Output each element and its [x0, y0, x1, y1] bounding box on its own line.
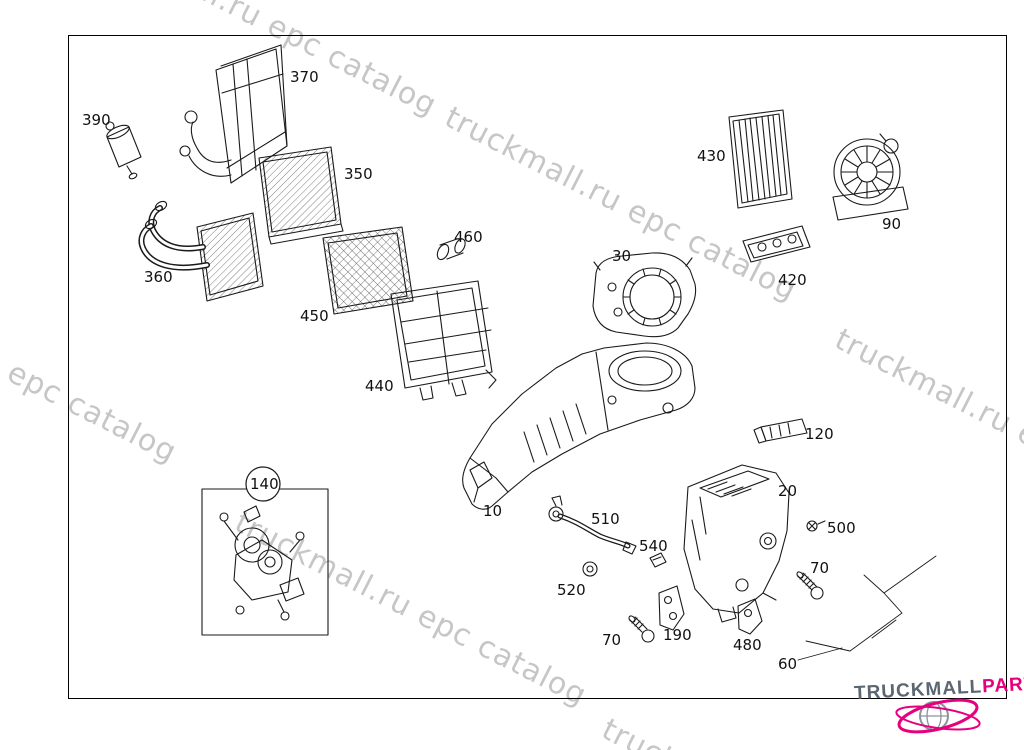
part-label-430: 430	[697, 147, 726, 165]
part-label-60: 60	[778, 655, 798, 673]
part-460-bolt	[436, 238, 466, 261]
part-190-bracket-plate	[658, 585, 685, 631]
part-360-heater-core-pipes	[138, 200, 264, 302]
part-440-mounting-frame	[390, 280, 497, 401]
part-label-510: 510	[591, 510, 620, 528]
part-370-evaporator	[179, 44, 288, 184]
part-70-bolt-left	[628, 615, 655, 643]
part-label-450: 450	[300, 307, 329, 325]
part-label-30: 30	[612, 247, 632, 265]
part-420-bracket	[742, 225, 811, 263]
part-label-10: 10	[483, 502, 503, 520]
part-20-distribution-housing	[683, 464, 790, 623]
part-label-480: 480	[733, 636, 762, 654]
part-510-drain-hose	[548, 506, 637, 555]
part-140-servo-assembly	[201, 466, 329, 636]
part-label-70-left: 70	[602, 631, 622, 649]
part-label-370: 370	[290, 68, 319, 86]
diagram-border	[68, 35, 1007, 699]
part-450-filter-frame	[322, 226, 414, 315]
part-30-intake-housing	[592, 252, 697, 338]
part-350-heater-core	[258, 146, 344, 245]
globe-icon	[895, 698, 981, 734]
part-60-panel-outline	[797, 555, 937, 661]
part-390-valve	[105, 121, 142, 180]
part-label-420: 420	[778, 271, 807, 289]
part-480-bracket	[737, 598, 763, 635]
leader-line-60	[797, 647, 843, 661]
part-label-120: 120	[805, 425, 834, 443]
part-label-440: 440	[365, 377, 394, 395]
part-label-90: 90	[882, 215, 902, 233]
callout-circle-140	[245, 466, 281, 502]
part-10-hvac-housing	[462, 342, 696, 510]
part-label-390: 390	[82, 111, 111, 129]
part-label-70-right: 70	[810, 559, 830, 577]
part-70-bolt-right	[796, 571, 824, 600]
part-label-520: 520	[557, 581, 586, 599]
part-label-350: 350	[344, 165, 373, 183]
brand-name-parts: PARTS	[981, 672, 1024, 698]
part-label-360: 360	[144, 268, 173, 286]
part-label-20: 20	[778, 482, 798, 500]
part-430-cabin-filter	[728, 109, 793, 209]
part-label-500: 500	[827, 519, 856, 537]
part-90-blower-motor	[832, 133, 909, 221]
part-520-grommet	[582, 561, 598, 577]
part-540-clip	[649, 552, 667, 568]
part-label-140: 140	[250, 475, 279, 493]
part-label-540: 540	[639, 537, 668, 555]
part-120-bracket	[753, 418, 808, 444]
part-label-190: 190	[663, 626, 692, 644]
part-500-screw	[806, 520, 826, 532]
part-label-460: 460	[454, 228, 483, 246]
